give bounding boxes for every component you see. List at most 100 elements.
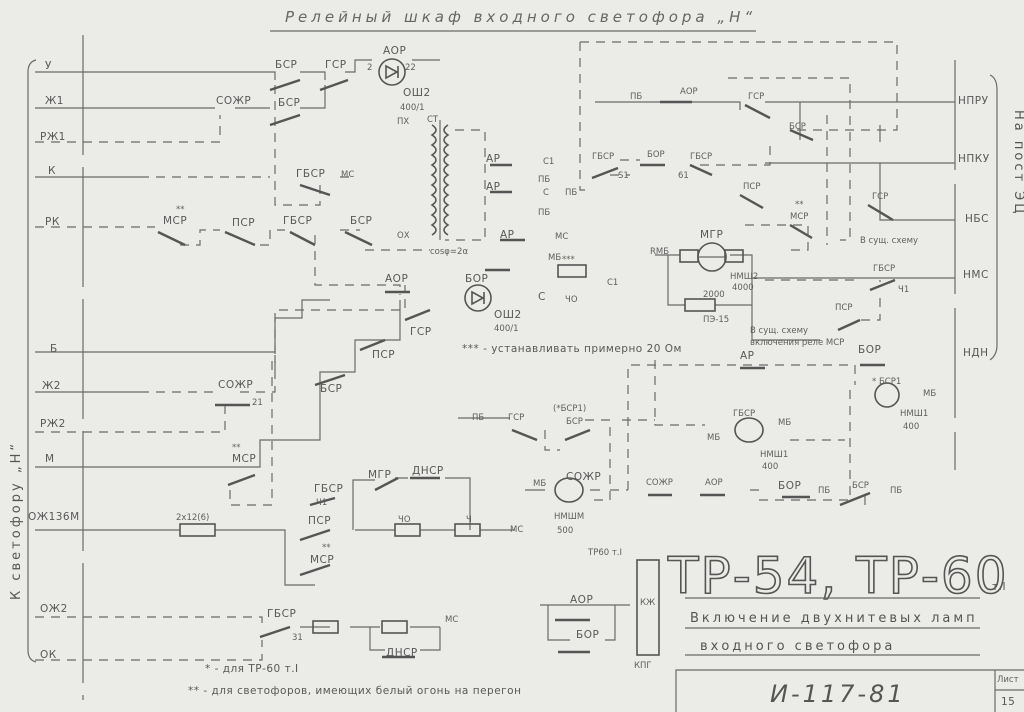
label: АОР [383,45,406,57]
label: S1 [618,171,629,181]
label: ГБСР [592,152,614,162]
bus-label: ОК [40,649,57,661]
label: СОЖР [566,471,601,483]
label: МС [510,525,523,535]
label: 61 [678,171,689,181]
label: ** [322,543,331,553]
bus-label: Ж1 [45,95,64,107]
label: КЖ [640,598,655,608]
label: БСР [566,417,583,427]
label: ** [232,443,241,453]
relay-mgr [679,242,744,272]
bus-label: У [45,60,52,72]
label: ГБСР [267,608,296,620]
bus-label: ОЖ136М [28,511,80,523]
label: В сущ. схему [750,326,808,336]
label: ПСР [835,303,852,313]
label: АОР [385,273,408,285]
label: ПЭ-15 [703,315,729,325]
label: ПБ [565,188,577,198]
drawing-number: ТР-54, ТР-60 [667,547,1009,605]
label: cosφ=2α [430,247,468,257]
resistor-note: *** - устанавливать примерно 20 Ом [462,343,682,355]
bus-label: НПКУ [958,153,990,165]
label: НМШ2 [730,272,758,282]
label: С [543,188,549,198]
signal-lamp-bor [464,284,492,312]
relay-sozhr [554,477,584,503]
bus-label: НБС [965,213,989,225]
label: ОШ2 [403,87,431,99]
label: АОР [570,594,593,606]
label: (*БСР1) [553,404,586,414]
label: НМШ1 [760,450,788,460]
right-bracket [989,74,998,361]
bus-label: Ж2 [42,380,61,392]
label: БОР [858,344,881,356]
component-labels: АОР БСР ГСР БСР СОЖР ОШ2 400/1 ГБСР МС *… [163,45,936,671]
label: 21 [252,398,263,408]
label: БСР [789,122,806,132]
label: МСР [232,453,256,465]
label: МБ [548,253,561,263]
label: ПСР [232,217,255,229]
sheet-number: 15 [1001,696,1015,708]
label: Ч1 [316,498,327,508]
label: ДНСР [412,465,444,477]
bus-label: РК [45,216,60,228]
label: ГБСР [296,168,325,180]
label: АР [486,181,501,193]
label: БОР [778,480,801,492]
label: БОР [465,273,488,285]
left-bus-labels: У Ж1 РЖ1 К РК Б Ж2 РЖ2 М ОЖ136М ОЖ2 ОК [28,60,80,661]
label: *** [562,255,575,265]
label: МБ [707,433,720,443]
label: СОЖР [646,478,673,488]
label: МГР [368,469,391,481]
relay-gbsr [734,417,764,443]
label: МБ [778,418,791,428]
label: ПБ [890,486,902,496]
label: ТР60 т.I [587,548,622,558]
label: БОР [647,150,665,160]
label: ГСР [508,413,524,423]
label: МГР [700,229,723,241]
label: Ч [466,515,472,525]
label: ЧО [565,295,578,305]
label: Ч1 [898,285,909,295]
left-bracket [27,59,37,663]
label: 2 [367,63,372,73]
drawing-subtitle-line2: входного светофора [700,639,895,654]
label: АР [500,229,515,241]
label: БОР [576,629,599,641]
label: С1 [543,157,554,167]
label: МСР [790,212,808,222]
label: БСР [852,481,869,491]
label: МСР [310,554,334,566]
label: ГСР [410,326,432,338]
label: ГБСР [283,215,312,227]
bus-label: ОЖ2 [40,603,68,615]
label: 4000 [732,283,754,293]
label: ГБСР [314,483,343,495]
note-1: * - для ТР-60 т.I [205,663,299,675]
label: АОР [705,478,723,488]
document-code: И-117-81 [770,680,906,708]
label: АР [486,153,501,165]
bus-label: НПРУ [958,95,989,107]
label: ГСР [325,59,347,71]
label: ЧО [398,515,411,525]
label: СТ [427,115,439,125]
bus-label: РЖ2 [40,418,66,430]
diagram-title: Релейный шкаф входного светофора „Н“ [285,8,756,26]
label: МС [445,615,458,625]
label: включения реле МСР [750,338,844,348]
label: НМШМ [554,512,584,522]
label: ПБ [818,486,830,496]
label: ПБ [538,175,550,185]
label: 22 [405,63,416,73]
label: В сущ. схему [860,236,918,246]
label: 400 [762,462,778,472]
right-side-label: На пост ЭЦ [1011,110,1024,216]
